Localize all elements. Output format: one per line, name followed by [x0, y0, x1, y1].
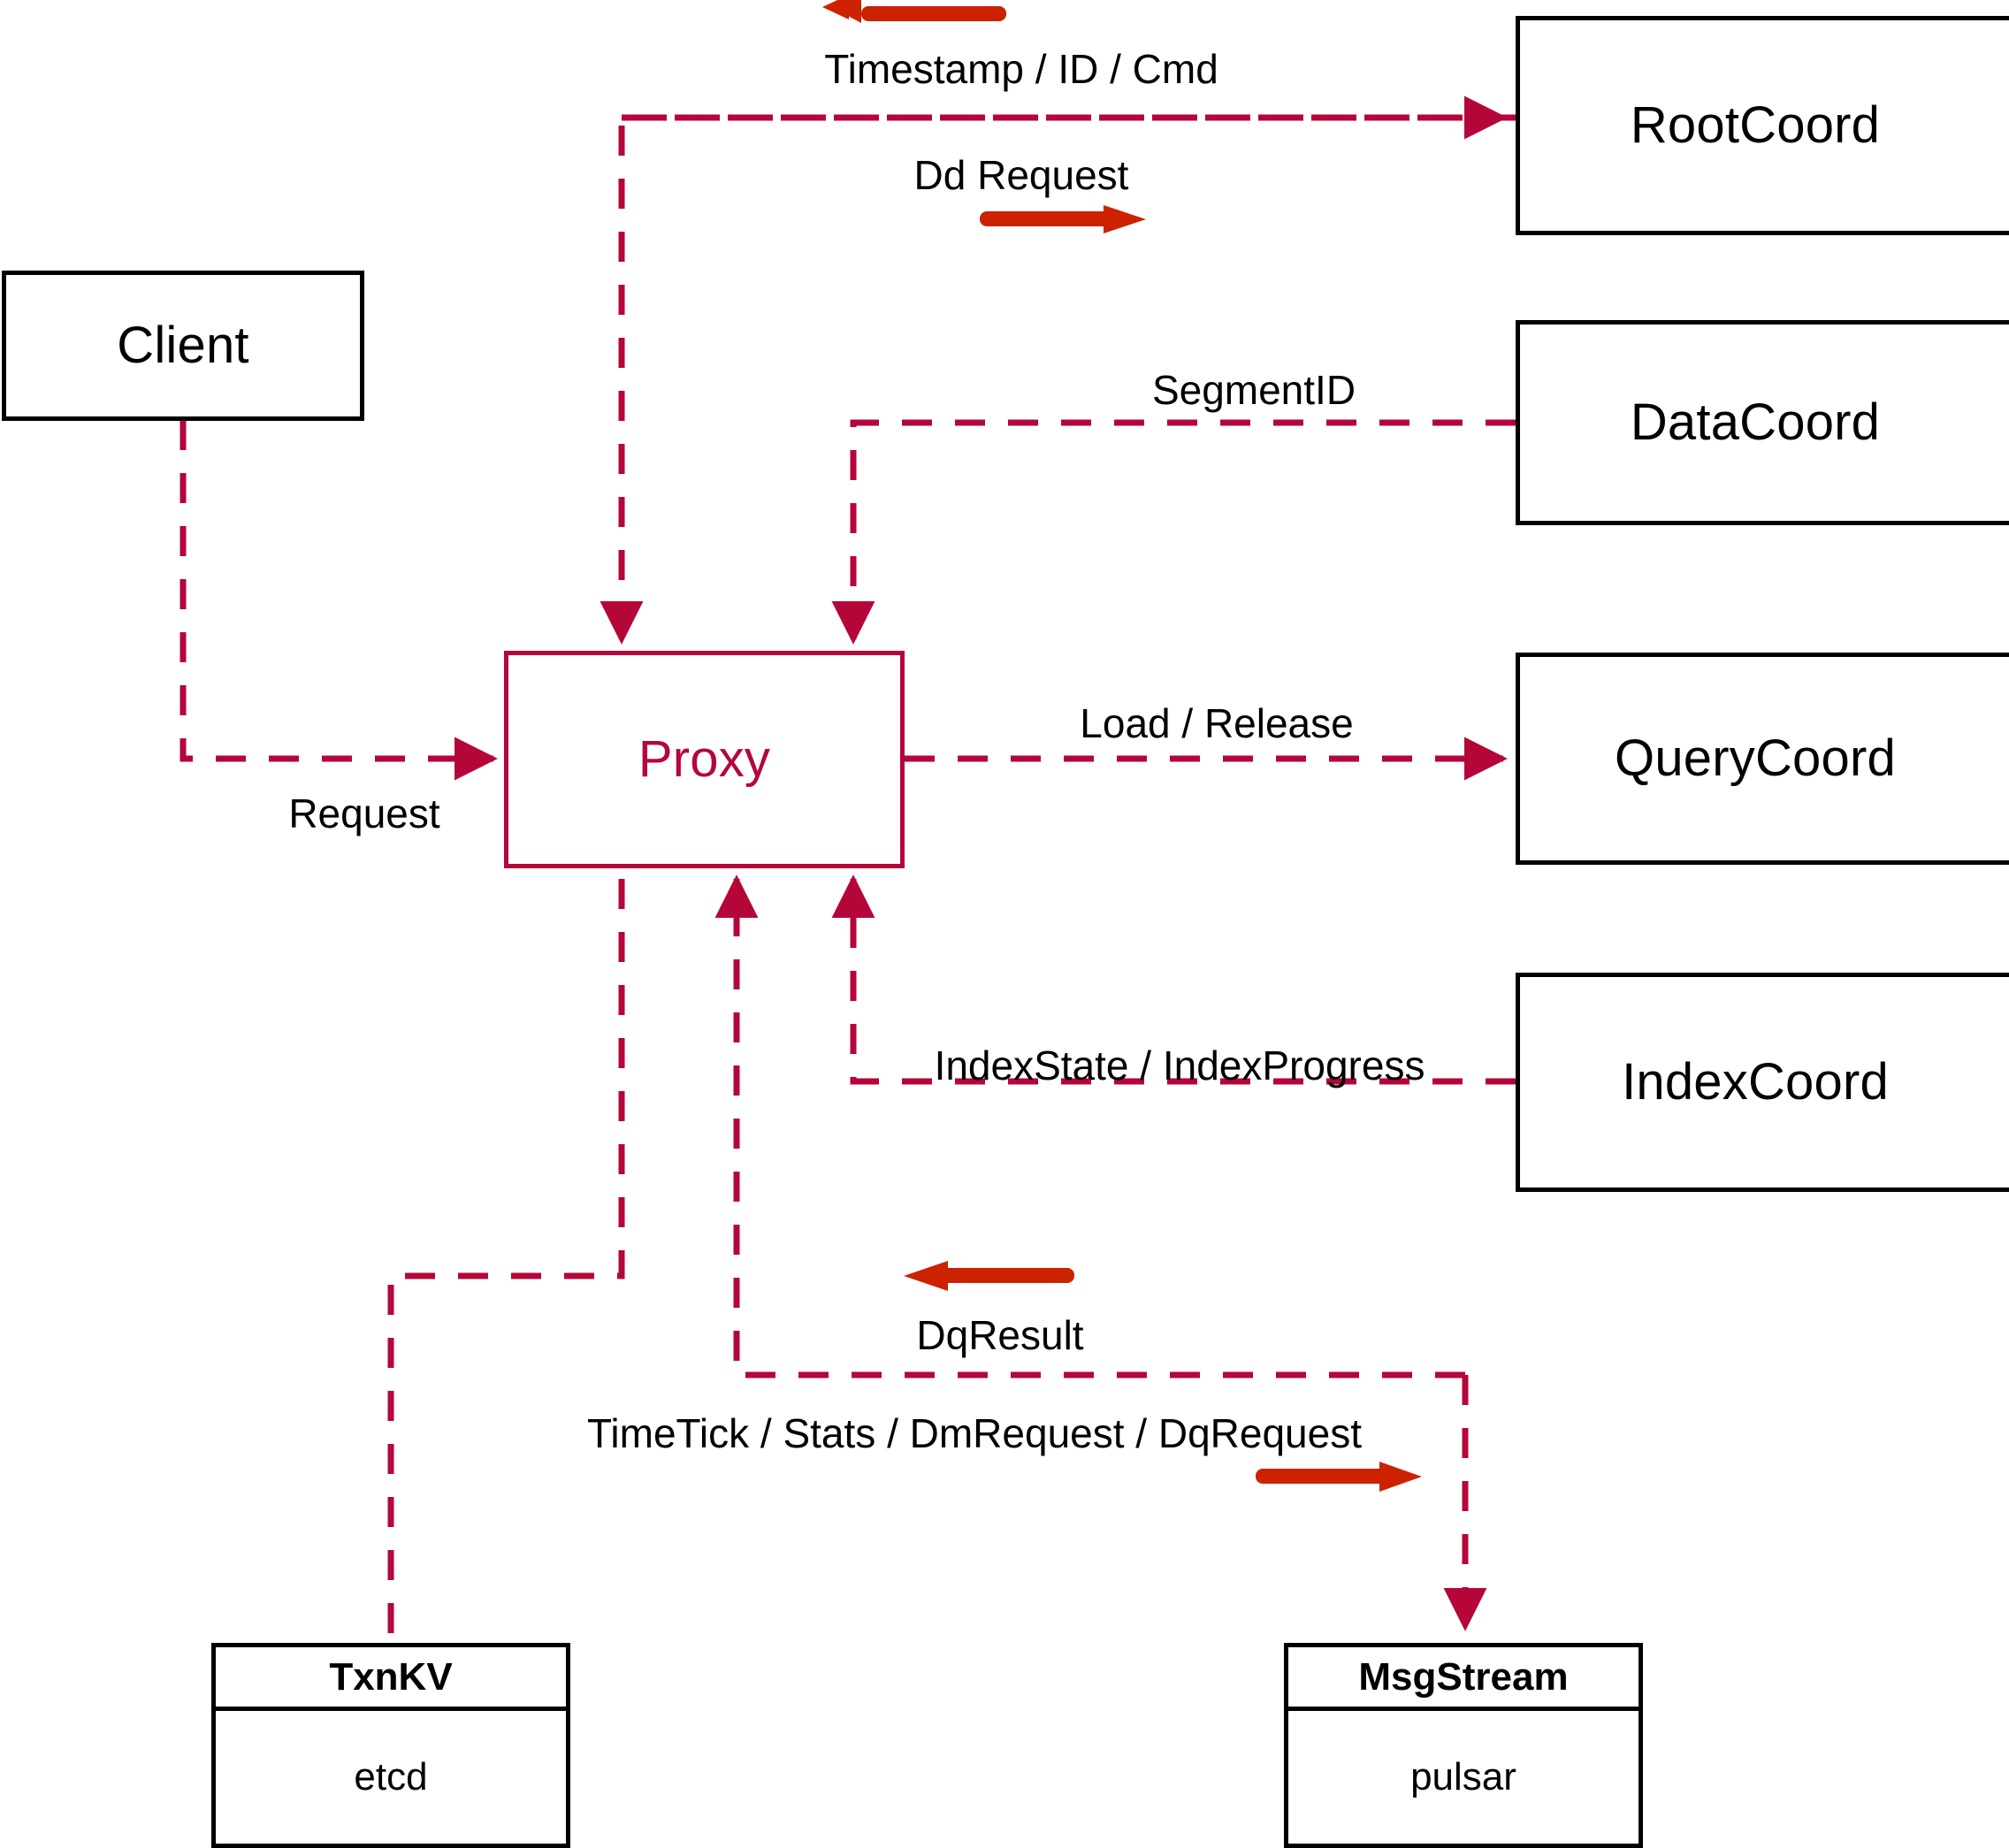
node-querycoord-label: QueryCoord	[1615, 729, 1896, 787]
node-indexcoord[interactable]: IndexCoord	[1516, 973, 2009, 1192]
node-client[interactable]: Client	[2, 271, 364, 421]
edge-label-dq-result: DqResult	[916, 1312, 1084, 1358]
direction-arrow-timetick-right	[1256, 1462, 1422, 1492]
node-msgstream[interactable]: MsgStream pulsar	[1284, 1643, 1643, 1848]
edge-datacoord-to-proxy	[831, 419, 1516, 645]
node-proxy[interactable]: Proxy	[504, 651, 905, 868]
edge-label-timetick-stats: TimeTick / Stats / DmRequest / DqRequest	[587, 1410, 1362, 1456]
node-txnkv-header: TxnKV	[216, 1647, 566, 1711]
node-proxy-label: Proxy	[638, 730, 771, 788]
edge-rootcoord-to-proxy	[600, 114, 1516, 645]
edge-msgstream-to-proxy	[714, 874, 1465, 1378]
node-client-label: Client	[117, 317, 249, 374]
edge-client-to-proxy	[180, 420, 498, 781]
direction-arrow-timestamp-left	[822, 0, 1006, 23]
edge-label-segment-id: SegmentID	[1151, 367, 1356, 413]
edge-label-index-state-progress: IndexState / IndexProgress	[934, 1042, 1425, 1088]
node-msgstream-body: pulsar	[1410, 1755, 1516, 1798]
node-indexcoord-label: IndexCoord	[1622, 1053, 1889, 1111]
node-querycoord[interactable]: QueryCoord	[1516, 653, 2009, 865]
node-rootcoord-label: RootCoord	[1630, 96, 1881, 154]
node-datacoord-label: DataCoord	[1630, 393, 1881, 451]
node-datacoord[interactable]: DataCoord	[1516, 320, 2009, 525]
direction-arrow-group	[822, 0, 1422, 1492]
edge-proxy-to-txnkv	[387, 879, 625, 1643]
edge-label-load-release: Load / Release	[1080, 700, 1354, 746]
direction-arrow-dd-request-right	[980, 205, 1146, 233]
edge-indexcoord-to-proxy	[831, 874, 1516, 1085]
node-rootcoord[interactable]: RootCoord	[1516, 16, 2009, 235]
edge-label-request: Request	[288, 790, 440, 836]
node-msgstream-header: MsgStream	[1288, 1647, 1639, 1711]
node-txnkv[interactable]: TxnKV etcd	[211, 1643, 570, 1848]
edge-label-dd-request: Dd Request	[913, 152, 1129, 198]
node-txnkv-body: etcd	[354, 1755, 428, 1798]
direction-arrow-dqresult-left	[904, 1261, 1074, 1291]
edge-label-timestamp-id-cmd: Timestamp / ID / Cmd	[824, 46, 1218, 92]
